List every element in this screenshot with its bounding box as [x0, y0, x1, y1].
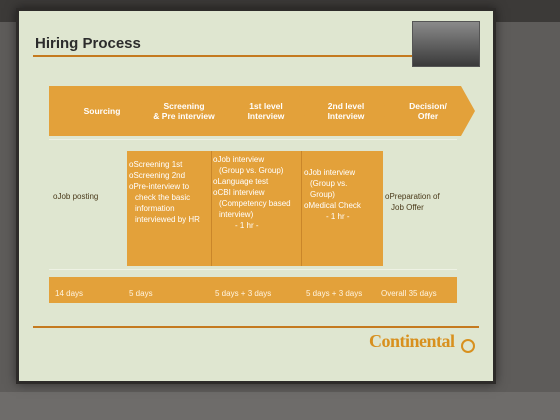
sourcing-tasks: oJob posting	[53, 191, 98, 202]
duration-overall: Overall 35 days	[381, 289, 437, 298]
stage-label: Sourcing	[83, 105, 121, 116]
column-divider	[301, 151, 302, 266]
duration-screening: 5 days	[129, 289, 153, 298]
slide-title: Hiring Process	[35, 35, 141, 52]
task-item: (Group vs. Group)	[219, 166, 284, 176]
task-item: oPre-interview to	[129, 182, 190, 192]
task-item: information	[135, 204, 175, 214]
stage-sourcing: Sourcing	[49, 86, 149, 136]
brand-logo-text: Continental	[369, 331, 455, 351]
screening-tasks: oScreening 1st oScreening 2nd oPre-inter…	[129, 159, 200, 225]
task-item: (Competency based	[219, 199, 291, 209]
grid-line	[49, 269, 457, 270]
car-image	[412, 21, 480, 67]
task-item: interview)	[219, 210, 254, 220]
task-item: check the basic	[135, 193, 191, 203]
duration-bar	[49, 277, 457, 303]
column-divider	[211, 151, 212, 266]
task-item: oJob posting	[53, 192, 99, 201]
task-item: - 1 hr -	[326, 212, 350, 222]
task-item: Group)	[310, 190, 335, 200]
task-item: oJob interview	[304, 168, 356, 177]
title-rule	[33, 55, 423, 57]
first-level-tasks: oJob interview (Group vs. Group) oLangua…	[213, 154, 291, 231]
grid-line	[49, 139, 457, 140]
brand-logo-icon	[461, 339, 475, 353]
stage-label: Screening & Pre interview	[153, 100, 215, 121]
stage-screening: Screening & Pre interview	[133, 86, 229, 136]
stage-label: 1st level Interview	[247, 100, 285, 121]
task-item: (Group vs.	[310, 179, 348, 189]
stage-first-level: 1st level Interview	[215, 86, 311, 136]
stage-second-level: 2nd level Interview	[295, 86, 391, 136]
wall-bottom	[0, 392, 560, 420]
second-level-tasks: oJob interview (Group vs. Group) oMedica…	[304, 167, 361, 222]
stage-decision: Decision/ Offer	[375, 86, 475, 136]
task-item: oScreening 2nd	[129, 171, 186, 181]
presentation-slide: Hiring Process Sourcing Screening & Pre …	[16, 8, 496, 384]
task-item: Job Offer	[391, 203, 424, 213]
task-item: oLanguage test	[213, 177, 269, 187]
task-item: oJob interview	[213, 155, 265, 164]
task-item: - 1 hr -	[235, 221, 259, 231]
duration-first-level: 5 days + 3 days	[215, 289, 272, 298]
task-item: oMedical Check	[304, 201, 361, 211]
stage-label: Decision/ Offer	[409, 100, 447, 121]
duration-second-level: 5 days + 3 days	[306, 289, 363, 298]
task-item: interviewed by HR	[135, 215, 200, 225]
stage-label: 2nd level Interview	[327, 100, 365, 121]
task-item: oCBI interview	[213, 188, 265, 198]
duration-sourcing: 14 days	[55, 289, 84, 298]
task-item: oPreparation of	[385, 192, 440, 201]
decision-tasks: oPreparation of Job Offer	[385, 191, 440, 213]
tasks-block	[127, 151, 383, 266]
bottom-rule	[33, 326, 479, 328]
task-item: oScreening 1st	[129, 160, 183, 169]
